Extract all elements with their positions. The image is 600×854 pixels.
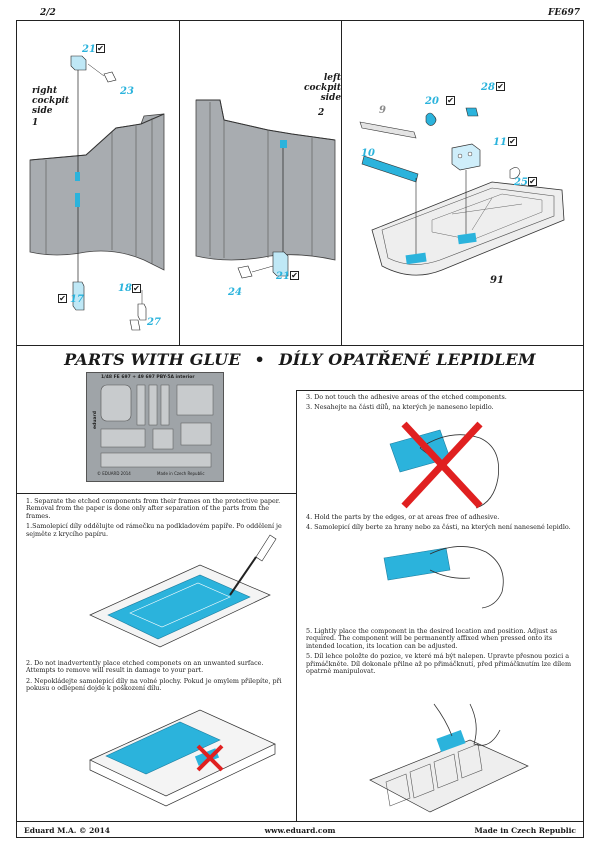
instruction-5-en: 5. Lightly place the component in the de… — [306, 627, 558, 650]
glue-title-cz: DÍLY OPATŘENÉ LEPIDLEM — [278, 350, 536, 369]
instruction-4: 4. Hold the parts by the edges, or at ar… — [306, 513, 578, 535]
fret-made: Made in Czech Republic — [157, 471, 205, 476]
part-21-label: 21 — [82, 44, 96, 55]
step-3-drawing — [359, 107, 565, 276]
instruction-1-en: 1. Separate the etched components from t… — [26, 497, 281, 520]
part-9-label: 9 — [379, 105, 386, 116]
part-23-label: 23 — [120, 86, 134, 97]
product-code: FE697 — [547, 8, 580, 18]
instruction-3: 3. Do not touch the adhesive areas of th… — [306, 393, 578, 415]
part-28-label: 28 — [481, 82, 495, 93]
instruction-3-cz: 3. Nesahejte na části dílů, na kterých j… — [306, 403, 494, 412]
instruction-2-en: 2. Do not inadvertently place etched com… — [26, 659, 264, 675]
instruction-1-cz: 1.Samolepicí díly oddělujte od rámečku n… — [26, 522, 282, 538]
step-1-drawing — [29, 55, 165, 331]
part-11-label: 11 — [493, 137, 507, 148]
part-20-label: 20 — [425, 96, 439, 107]
part-21-label-step2: 21 — [276, 271, 290, 282]
instruction-4-illustration — [383, 546, 504, 609]
footer-website[interactable]: www.eduard.com — [264, 826, 336, 835]
glue-section-title: PARTS WITH GLUE • DÍLY OPATŘENÉ LEPIDLEM — [0, 350, 600, 369]
step-1-number: 1 — [32, 118, 39, 128]
fret-copyright: © EDUARD 2014 — [97, 471, 131, 476]
instruction-5-illustration — [369, 703, 529, 813]
instruction-5: 5. Lightly place the component in the de… — [306, 627, 578, 678]
part-21-checkbox[interactable]: ✔ — [96, 44, 105, 53]
part-18-label: 18 — [118, 283, 132, 294]
instruction-1-illustration — [89, 534, 277, 648]
part-21-checkbox-step2[interactable]: ✔ — [290, 271, 299, 280]
part-18-checkbox[interactable]: ✔ — [132, 284, 141, 293]
step-divider-2 — [341, 20, 342, 345]
glue-title-en: PARTS WITH GLUE — [64, 350, 241, 369]
fret-title: 1/48 FE 697 + 49 697 PBY-5A interior — [101, 375, 195, 380]
footer-divider — [16, 821, 584, 822]
instruction-5-cz: 5. Díl lehce položte do pozice, ve které… — [306, 652, 572, 676]
part-28-checkbox[interactable]: ✔ — [496, 82, 505, 91]
reference-91-label: 91 — [490, 275, 504, 286]
instr-divider-left — [16, 493, 296, 494]
step-2-drawing — [195, 99, 336, 279]
page-number: 2/2 — [40, 8, 56, 18]
footer-copyright: Eduard M.A. © 2014 — [24, 826, 111, 835]
glue-title-bullet: • — [254, 350, 265, 369]
instruction-4-cz: 4. Samolepicí díly berte za hrany nebo z… — [306, 523, 571, 532]
instruction-2-cz: 2. Nepokládejte samolepicí díly na volné… — [26, 676, 282, 693]
footer-made-in: Made in Czech Republic — [474, 826, 576, 835]
instr-divider-right — [296, 390, 584, 391]
part-17-label: 17 — [70, 294, 84, 305]
step-1-label: right cockpit side — [32, 86, 70, 116]
page-frame — [16, 20, 584, 838]
instruction-2-illustration — [89, 709, 276, 807]
instruction-3-en: 3. Do not touch the adhesive areas of th… — [306, 393, 507, 401]
part-24-label: 24 — [228, 287, 242, 298]
part-25-label: 25 — [514, 177, 528, 188]
part-27-label: 27 — [147, 317, 161, 328]
fret-parts-drawing — [100, 384, 214, 468]
instruction-2: 2. Do not inadvertently place etched com… — [26, 659, 290, 696]
step-2-number: 2 — [318, 108, 325, 118]
step-divider-1 — [179, 20, 180, 345]
instr-divider-vertical — [296, 390, 297, 821]
instruction-3-illustration — [389, 421, 499, 509]
part-10-label: 10 — [361, 148, 375, 159]
part-20-checkbox[interactable]: ✔ — [446, 96, 455, 105]
part-11-checkbox[interactable]: ✔ — [508, 137, 517, 146]
instruction-1: 1. Separate the etched components from t… — [26, 497, 290, 541]
part-25-checkbox[interactable]: ✔ — [528, 177, 537, 186]
part-17-checkbox[interactable]: ✔ — [58, 294, 67, 303]
fret-image: 1/48 FE 697 + 49 697 PBY-5A interior edu… — [86, 372, 224, 482]
instruction-4-en: 4. Hold the parts by the edges, or at ar… — [306, 513, 500, 521]
top-section-divider — [16, 345, 584, 346]
step-2-label: left cockpit side — [304, 73, 342, 103]
